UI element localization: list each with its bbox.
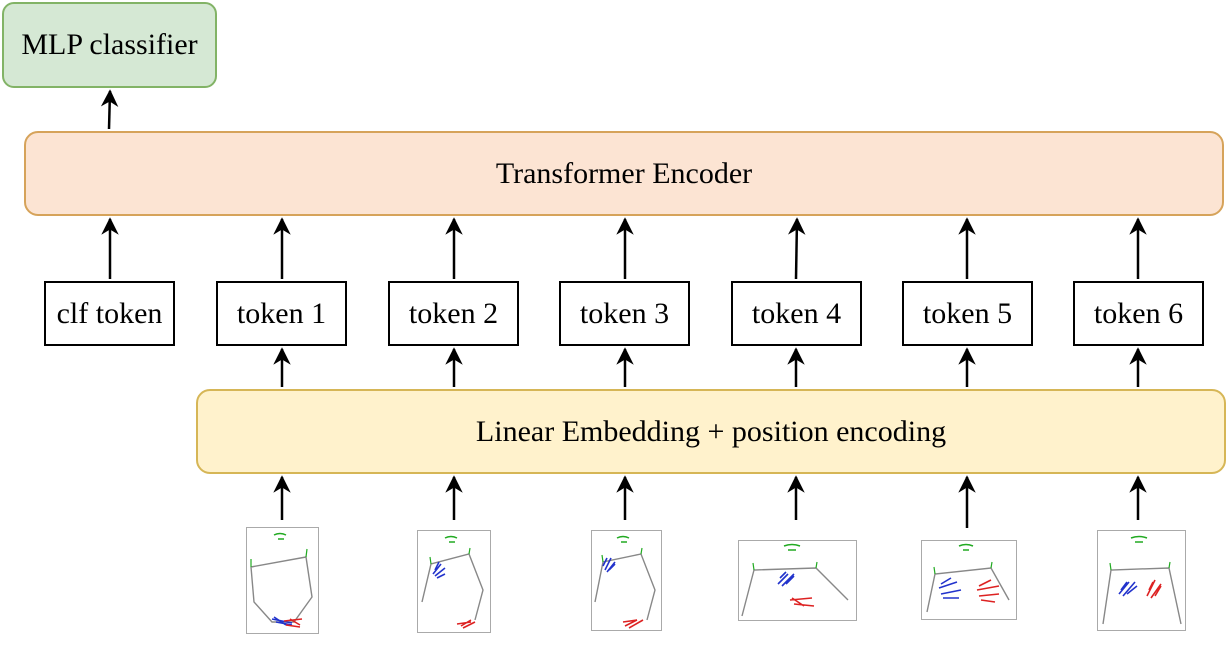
token-label: token 6: [1093, 296, 1184, 330]
pose-frame-2-image: [417, 530, 491, 633]
token-4: token 4: [731, 281, 862, 346]
pose-frame-5-image: [921, 540, 1017, 620]
token-label: token 4: [751, 296, 842, 330]
transformer-encoder-box: Transformer Encoder: [24, 131, 1224, 216]
pose-frame-1-image: [246, 527, 319, 634]
token-label: token 1: [236, 296, 327, 330]
token-label: token 3: [579, 296, 670, 330]
arrow-encoder-to-mlp: [100, 89, 119, 130]
linear-embedding-box: Linear Embedding + position encoding: [196, 389, 1226, 474]
mlp-classifier-label: MLP classifier: [21, 28, 198, 61]
pose-frame-6-image: [1097, 530, 1186, 631]
arrow-t4-to-encoder: [787, 217, 806, 280]
transformer-encoder-label: Transformer Encoder: [495, 156, 753, 190]
token-2: token 2: [388, 281, 519, 346]
token-clf: clf token: [44, 281, 175, 346]
token-6: token 6: [1073, 281, 1204, 346]
linear-embedding-label: Linear Embedding + position encoding: [475, 414, 947, 448]
pose-frame-3-image: [591, 530, 662, 631]
token-5: token 5: [902, 281, 1033, 346]
token-label: clf token: [56, 296, 163, 330]
token-1: token 1: [216, 281, 347, 346]
token-label: token 2: [408, 296, 499, 330]
token-3: token 3: [559, 281, 690, 346]
token-label: token 5: [922, 296, 1013, 330]
pose-frame-4-image: [738, 540, 857, 621]
mlp-classifier-box: MLP classifier: [2, 2, 217, 88]
